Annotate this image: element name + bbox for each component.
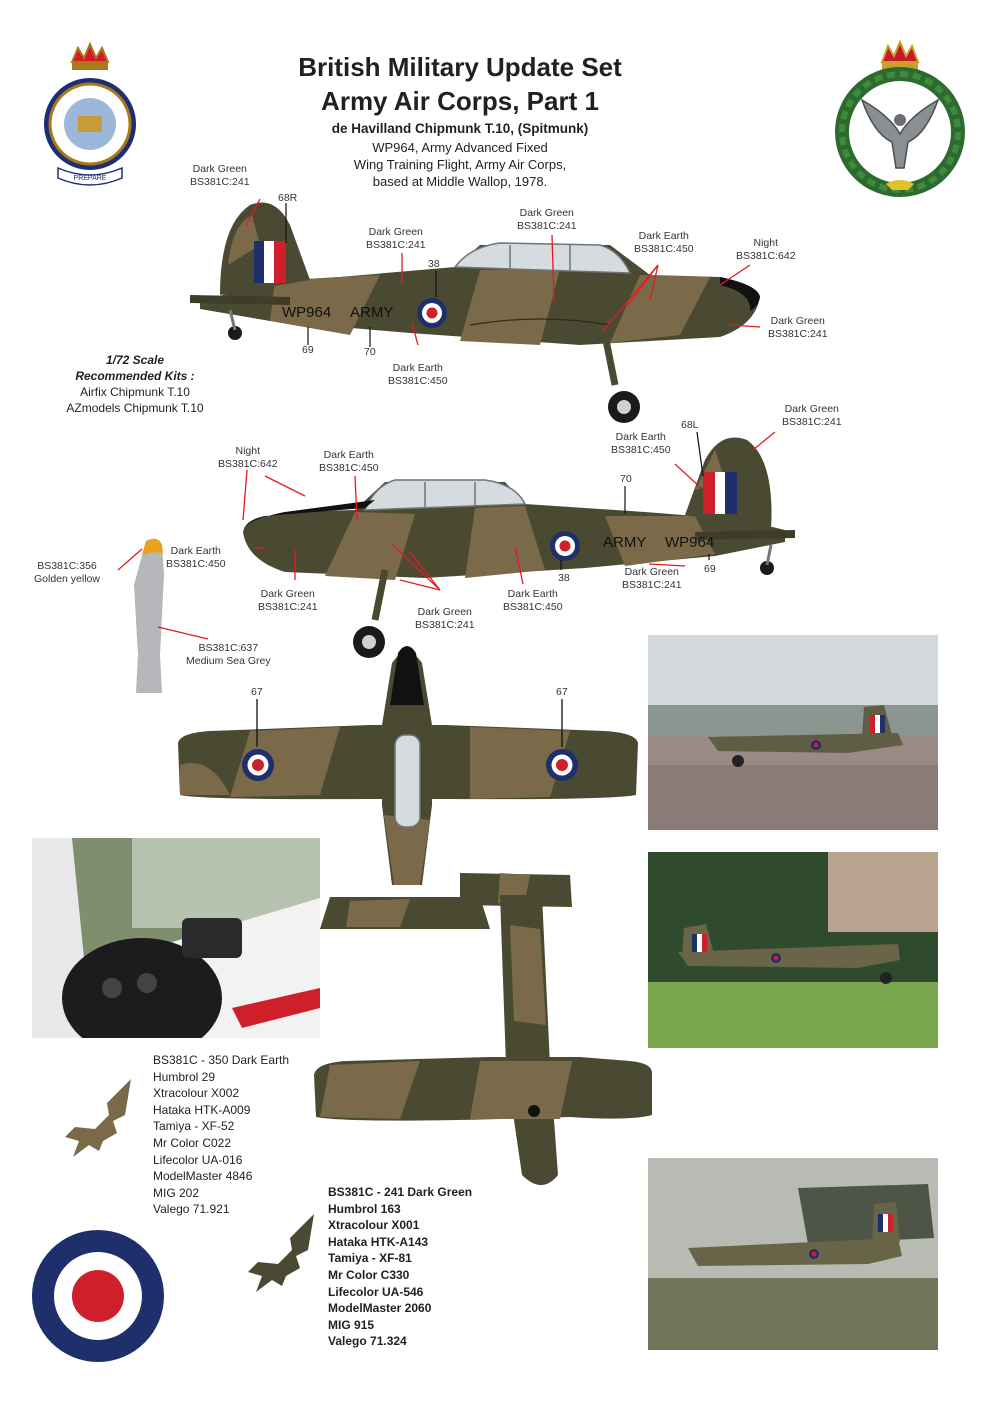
kit-item: Airfix Chipmunk T.10: [80, 385, 190, 399]
stencil-38-2: 38: [558, 572, 570, 584]
paint-item: Xtracolour X002: [153, 1086, 240, 1101]
stencil-68l: 68L: [681, 419, 699, 431]
paint-item: Hataka HTK-A009: [153, 1102, 251, 1117]
paint-item: Valego 71.921: [153, 1202, 230, 1217]
stencil-69: 69: [302, 344, 314, 356]
paint-item: Valego 71.324: [328, 1334, 407, 1349]
stencil-67-right: 67: [556, 686, 568, 698]
paint-item: Humbrol 163: [328, 1201, 401, 1216]
plan-view-top: [178, 646, 638, 929]
side2-serial: WP964: [665, 534, 714, 551]
stencil-70-2: 70: [620, 473, 632, 485]
paint-item: MIG 202: [153, 1185, 200, 1200]
paint-item: ModelMaster 2060: [328, 1301, 432, 1316]
stencil-67-left: 67: [251, 686, 263, 698]
paint-item: Mr Color C022: [153, 1135, 232, 1150]
kit-item: AZmodels Chipmunk T.10: [66, 401, 204, 415]
raf-roundel: [32, 1230, 164, 1362]
side1-serial: WP964: [282, 304, 331, 321]
side-view-right: WP964 ARMY: [190, 198, 761, 423]
kits-heading: Recommended Kits :: [75, 369, 195, 383]
side-view-left: ARMY WP964: [242, 431, 795, 658]
page-title: British Military Update Set: [298, 52, 622, 82]
scale-label: 1/72 Scale: [105, 353, 165, 367]
paint-item: Lifecolor UA-546: [328, 1284, 424, 1299]
army-air-corps-badge: [835, 39, 965, 197]
stencil-38: 38: [428, 258, 440, 270]
paint-item: Hataka HTK-A143: [328, 1234, 429, 1249]
paint-item: Humbrol 29: [153, 1069, 216, 1084]
photo-static-display: [648, 1158, 938, 1350]
paint-item: BS381C - 241 Dark Green: [328, 1185, 473, 1199]
side2-army: ARMY: [603, 534, 646, 551]
paint-item: ModelMaster 4846: [153, 1169, 253, 1184]
paint-item: Tamiya - XF-81: [328, 1251, 412, 1266]
stencil-68r: 68R: [278, 192, 298, 204]
photo-taxiing: [648, 635, 938, 830]
paint-list-dark-earth: BS381C - 350 Dark Earth Humbrol 29 Xtrac…: [153, 1052, 289, 1218]
paint-item: MIG 915: [328, 1317, 375, 1332]
aircraft-type: de Havilland Chipmunk T.10, (Spitmunk): [331, 121, 589, 136]
paint-item: Lifecolor UA-016: [153, 1152, 243, 1167]
description-line-1: WP964, Army Advanced Fixed: [372, 140, 548, 155]
paint-item: BS381C - 350 Dark Earth: [153, 1053, 290, 1067]
paint-list-dark-green: BS381C - 241 Dark Green Humbrol 163 Xtra…: [328, 1184, 472, 1350]
description-line-2: Wing Training Flight, Army Air Corps,: [353, 157, 567, 172]
paint-item: Mr Color C330: [328, 1267, 410, 1282]
raf-station-badge: PREPARE: [44, 41, 136, 186]
photo-cockpit: [32, 838, 320, 1038]
page-subtitle: Army Air Corps, Part 1: [321, 86, 599, 116]
stencil-70: 70: [364, 346, 376, 358]
photo-takeoff: [648, 852, 938, 1048]
side1-army: ARMY: [350, 304, 393, 321]
paint-item: Xtracolour X001: [328, 1218, 420, 1233]
paint-item: Tamiya - XF-52: [153, 1119, 235, 1134]
dark-earth-swatch-jet-icon: [65, 1079, 131, 1157]
badge-motto: PREPARE: [74, 175, 107, 182]
propeller-blade: [117, 538, 209, 693]
description-line-3: based at Middle Wallop, 1978.: [372, 174, 548, 189]
stencil-69-2: 69: [704, 563, 716, 575]
plan-view-bottom: [314, 873, 652, 1185]
dark-green-swatch-jet-icon: [248, 1214, 314, 1292]
recommended-kits: 1/72 Scale Recommended Kits : Airfix Chi…: [35, 352, 235, 416]
